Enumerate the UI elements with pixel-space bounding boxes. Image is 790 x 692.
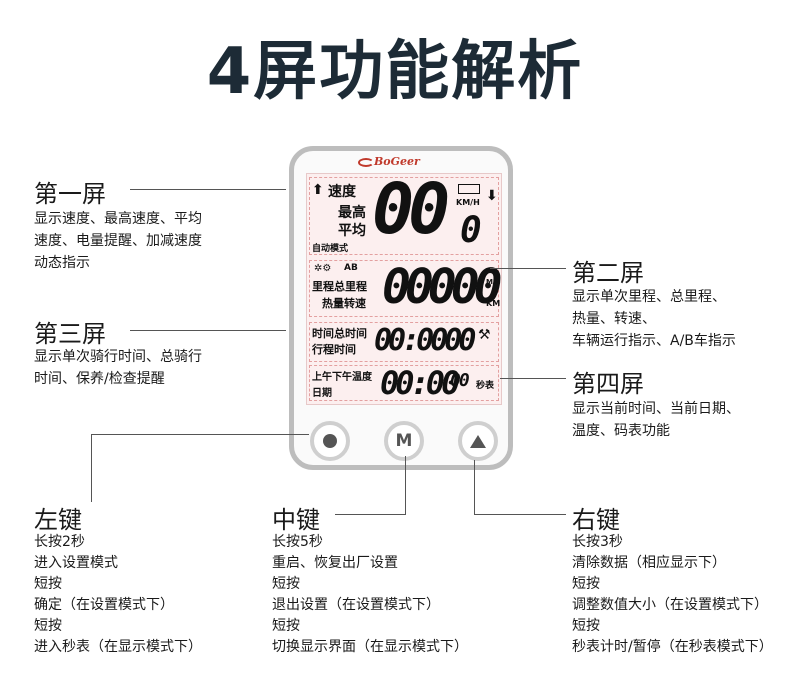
desc-line: 时间、保养/检查提醒 xyxy=(34,371,165,387)
desc-line: 短按 xyxy=(34,576,62,592)
arrow-down-icon: ⬇ xyxy=(486,188,498,204)
desc-line: 长按2秒 xyxy=(34,534,85,550)
connector-middle-v xyxy=(405,456,406,514)
label-trip: 里程总里程 xyxy=(312,280,367,293)
left-key-desc: 长按2秒 进入设置模式 短按 确定（在设置模式下） 短按 进入秒表（在显示模式下… xyxy=(34,532,202,658)
middle-key-heading: 中键 xyxy=(272,506,320,534)
desc-line: 确定（在设置模式下） xyxy=(34,597,174,613)
page-title: 4屏功能解析 xyxy=(206,35,584,109)
right-key-desc: 长按3秒 清除数据（相应显示下） 短按 调整数值大小（在设置模式下） 短按 秒表… xyxy=(572,532,773,658)
screen-zone-1: ⬆ 速度 最高 平均 自动模式 00 0 KM/H ⬇ xyxy=(309,168,499,255)
screen3-heading: 第三屏 xyxy=(34,320,106,348)
label-date: 日期 xyxy=(312,388,332,399)
connector-middle-h xyxy=(335,514,406,515)
screen3-desc: 显示单次骑行时间、总骑行 时间、保养/检查提醒 xyxy=(34,346,202,390)
desc-line: 切换显示界面（在显示模式下） xyxy=(272,639,468,655)
clock-digits: 00:00 xyxy=(380,364,460,402)
right-key-heading: 右键 xyxy=(572,506,620,534)
desc-line: 进入秒表（在显示模式下） xyxy=(34,639,202,655)
connector-left-v xyxy=(91,434,92,502)
desc-line: 重启、恢复出厂设置 xyxy=(272,555,398,571)
desc-line: 调整数值大小（在设置模式下） xyxy=(572,597,768,613)
screen-zone-4: 上午下午温度 日期 00:00 00 秒表 xyxy=(309,364,499,402)
desc-line: 秒表计时/暂停（在秒表模式下） xyxy=(572,639,773,655)
label-ride-time: 行程时间 xyxy=(312,343,356,356)
desc-line: 热量、转速、 xyxy=(572,311,656,327)
desc-line: 长按3秒 xyxy=(572,534,623,550)
label-heat: 热量转速 xyxy=(322,297,366,310)
unit-km: KM xyxy=(486,299,501,308)
connector-right-v xyxy=(474,460,475,514)
arrow-up-icon: ⬆ xyxy=(312,182,324,198)
label-speed: 速度 xyxy=(328,184,356,200)
label-clock: 上午下午温度 xyxy=(312,372,372,383)
desc-line: 显示单次里程、总里程、 xyxy=(572,289,726,305)
left-key-heading: 左键 xyxy=(34,506,82,534)
label-auto-mode: 自动模式 xyxy=(312,244,349,254)
middle-key-desc: 长按5秒 重启、恢复出厂设置 短按 退出设置（在设置模式下） 短按 切换显示界面… xyxy=(272,532,468,658)
label-max: 最高 xyxy=(338,205,366,221)
screen4-heading: 第四屏 xyxy=(572,370,644,398)
brand-name: BoGeer xyxy=(374,155,420,168)
clock-small-digits: 00 xyxy=(450,370,470,391)
desc-line: 显示单次骑行时间、总骑行 xyxy=(34,349,202,365)
desc-line: 短按 xyxy=(272,618,300,634)
screen2-desc: 显示单次里程、总里程、 热量、转速、 车辆运行指示、A/B车指示 xyxy=(572,286,736,352)
screen-zone-3: 时间总时间 行程时间 00:0000 ⚒ xyxy=(309,322,499,362)
battery-icon xyxy=(458,184,480,194)
screen2-heading: 第二屏 xyxy=(572,259,644,287)
dot-icon xyxy=(323,434,337,448)
desc-line: 显示速度、最高速度、平均 xyxy=(34,211,202,227)
desc-line: 长按5秒 xyxy=(272,534,323,550)
left-button[interactable] xyxy=(310,421,350,461)
desc-line: 短按 xyxy=(34,618,62,634)
connector-screen1 xyxy=(130,189,286,190)
desc-line: 短按 xyxy=(572,618,600,634)
desc-line: 退出设置（在设置模式下） xyxy=(272,597,440,613)
triangle-up-icon xyxy=(470,434,486,448)
bike-ab-icon: ✲⚙ xyxy=(314,263,332,274)
connector-screen3 xyxy=(130,330,286,331)
desc-line: 显示当前时间、当前日期、 xyxy=(572,401,740,417)
unit-mm: MM xyxy=(486,278,500,286)
desc-line: 短按 xyxy=(272,576,300,592)
screen1-heading: 第一屏 xyxy=(34,180,106,208)
label-avg: 平均 xyxy=(338,223,366,239)
desc-line: 车辆运行指示、A/B车指示 xyxy=(572,333,736,349)
middle-button[interactable]: M xyxy=(384,421,424,461)
lcd-screen: ⬆ 速度 最高 平均 自动模式 00 0 KM/H ⬇ ✲⚙ AB 里程总里程 … xyxy=(306,168,502,405)
label-stopwatch: 秒表 xyxy=(476,381,495,391)
m-label: M xyxy=(395,431,413,451)
desc-line: 速度、电量提醒、加减速度 xyxy=(34,233,202,249)
ab-indicator: AB xyxy=(344,263,358,273)
label-time: 时间总时间 xyxy=(312,327,367,340)
speed-digits: 00 xyxy=(372,168,450,250)
bike-computer-device: BoGeer ⬆ 速度 最高 平均 自动模式 00 0 KM/H ⬇ ✲⚙ AB… xyxy=(289,146,513,470)
connector-screen4 xyxy=(500,378,566,379)
screen1-desc: 显示速度、最高速度、平均 速度、电量提醒、加减速度 动态指示 xyxy=(34,208,202,274)
distance-digits: 00000 xyxy=(382,259,502,315)
desc-line: 清除数据（相应显示下） xyxy=(572,555,726,571)
right-button[interactable] xyxy=(458,421,498,461)
screen-zone-2: ✲⚙ AB 里程总里程 热量转速 00000 MM KM xyxy=(309,259,502,317)
connector-screen2 xyxy=(490,268,566,269)
connector-right-h xyxy=(474,514,566,515)
desc-line: 进入设置模式 xyxy=(34,555,118,571)
wrench-icon: ⚒ xyxy=(478,327,491,343)
desc-line: 动态指示 xyxy=(34,255,90,271)
desc-line: 短按 xyxy=(572,576,600,592)
unit-kmh: KM/H xyxy=(456,198,480,207)
brand-logo-icon xyxy=(358,158,374,167)
desc-line: 温度、码表功能 xyxy=(572,423,670,439)
speed-decimal: 0 xyxy=(460,210,482,251)
ride-time-digits: 00:0000 xyxy=(374,323,476,358)
connector-left-h xyxy=(91,434,309,435)
screen4-desc: 显示当前时间、当前日期、 温度、码表功能 xyxy=(572,398,740,442)
